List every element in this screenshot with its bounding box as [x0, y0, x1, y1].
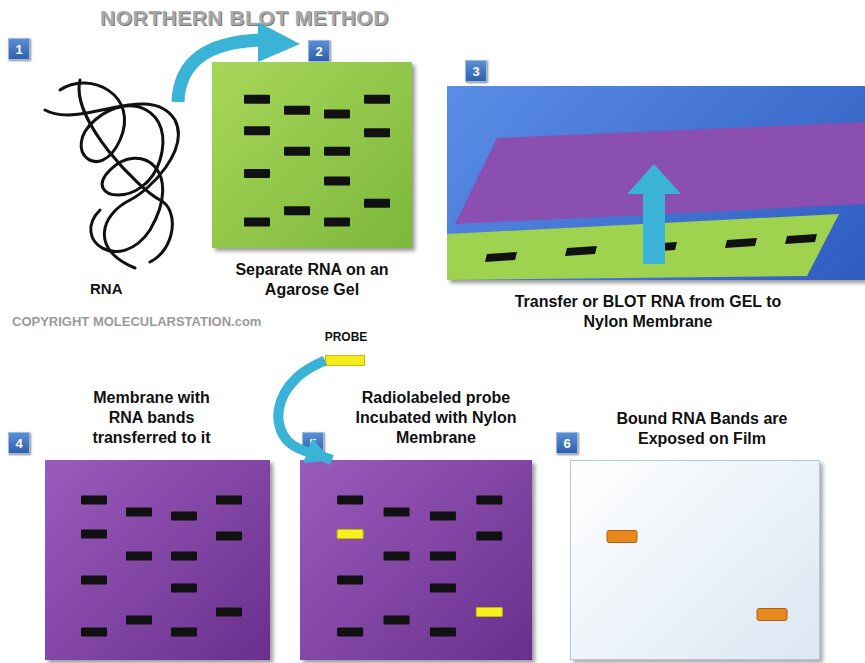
rna-band	[244, 217, 270, 226]
rna-band	[216, 532, 242, 541]
step-label: 6	[563, 436, 570, 451]
step-panel: Separate RNA on an Agarose Gel	[212, 62, 412, 248]
panel-art	[45, 460, 270, 660]
rna-band	[384, 552, 410, 561]
rna-band	[126, 616, 152, 625]
panel-art	[447, 86, 865, 280]
rna-band	[476, 532, 502, 541]
rna-band	[337, 628, 363, 637]
step-caption: Membrane with RNA bands transferred to i…	[77, 388, 227, 448]
step-caption: Transfer or BLOT RNA from GEL to Nylon M…	[513, 292, 783, 332]
panel-art	[300, 460, 532, 660]
step-panel: Transfer or BLOT RNA from GEL to Nylon M…	[447, 86, 865, 280]
panel-art	[212, 62, 412, 248]
rna-band	[725, 238, 757, 248]
film-band	[607, 531, 637, 543]
rna-band	[565, 246, 597, 256]
watermark: COPYRIGHT MOLECULARSTATION.com	[12, 314, 261, 329]
rna-band	[785, 234, 817, 244]
step-number: 6	[556, 432, 578, 454]
rna-band	[384, 508, 410, 517]
strand-label: RNA	[90, 280, 123, 297]
rna-band	[171, 584, 197, 593]
step-panel: Bound RNA Bands are Exposed on Film	[570, 460, 820, 660]
rna-band	[81, 530, 107, 539]
rna-band	[430, 584, 456, 593]
rna-band	[430, 512, 456, 521]
rna-band	[126, 552, 152, 561]
step-label: 3	[472, 64, 479, 79]
rna-band	[364, 95, 390, 104]
rna-band	[430, 552, 456, 561]
step-number: 4	[8, 432, 30, 454]
rna-band	[324, 110, 350, 119]
step-caption: Separate RNA on an Agarose Gel	[217, 260, 407, 300]
step-caption: Radiolabeled probe Incubated with Nylon …	[350, 388, 522, 448]
rna-band	[171, 512, 197, 521]
rna-band	[284, 206, 310, 215]
rna-band	[337, 496, 363, 505]
diagram-title: NORTHERN BLOT METHOD	[100, 6, 389, 30]
rna-band	[337, 530, 363, 539]
probe-strip: PROBE	[325, 355, 365, 366]
step-panel: Membrane with RNA bands transferred to i…	[45, 460, 270, 660]
up-arrow	[627, 164, 681, 264]
step-number: 2	[308, 40, 330, 62]
rna-band	[81, 496, 107, 505]
rna-band	[126, 508, 152, 517]
curved-arrow	[278, 361, 332, 461]
rna-band	[324, 147, 350, 156]
rna-band	[244, 95, 270, 104]
film-band	[757, 609, 787, 621]
rna-band	[81, 628, 107, 637]
rna-band	[244, 126, 270, 135]
rna-band	[244, 169, 270, 178]
rna-band	[171, 628, 197, 637]
rna-band	[81, 576, 107, 585]
step-panel: Radiolabeled probe Incubated with Nylon …	[300, 460, 532, 660]
step-number: 3	[465, 60, 487, 82]
rna-band	[485, 252, 517, 262]
step-number: 1	[8, 38, 30, 60]
rna-band	[384, 616, 410, 625]
rna-band	[324, 217, 350, 226]
rna-band	[216, 608, 242, 617]
rna-band	[476, 496, 502, 505]
rna-band	[284, 147, 310, 156]
rna-band	[171, 552, 197, 561]
rna-strand	[45, 80, 178, 268]
panel-art	[571, 461, 821, 661]
step-number: 5	[302, 432, 324, 454]
rna-band	[284, 106, 310, 115]
step-label: 5	[309, 436, 316, 451]
step-caption: PROBE	[311, 330, 381, 344]
rna-band	[430, 628, 456, 637]
rna-band	[324, 177, 350, 186]
rna-band	[216, 496, 242, 505]
step-caption: Bound RNA Bands are Exposed on Film	[607, 409, 797, 449]
rna-band	[364, 128, 390, 137]
step-label: 1	[15, 42, 22, 57]
step-label: 2	[315, 44, 322, 59]
step-label: 4	[15, 436, 22, 451]
rna-band	[476, 608, 502, 617]
rna-band	[364, 199, 390, 208]
rna-band	[337, 576, 363, 585]
